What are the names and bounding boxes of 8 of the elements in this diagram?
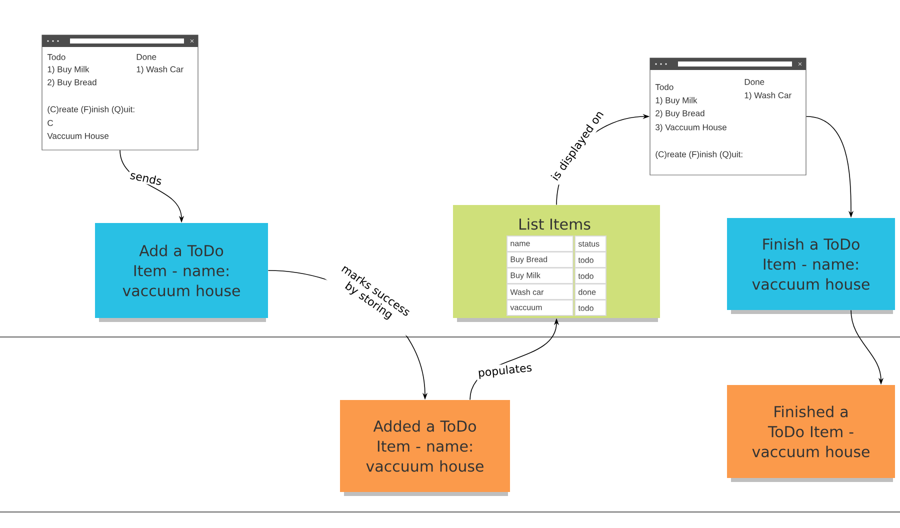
- edge-label: populates: [476, 361, 534, 381]
- edge-label: sends: [128, 168, 164, 188]
- sticky-note: Added a ToDo Item - name: vaccuum house: [340, 400, 510, 496]
- browser-window: Todo Done 1) Buy Milk 1) Wash Car 2) Buy Bread (C)reate (F)inish (Q)uit: C Vaccuum House: [42, 34, 198, 150]
- sticky-note: Finished a ToDo Item - vaccuum house: [727, 385, 895, 482]
- sticky-note: Finish a ToDo Item - name: vaccuum house: [727, 218, 895, 314]
- browser-window: Todo Done 1) Buy Milk 1) Wash Car 2) Buy Bread 3) Vaccuum House (C)reate (F)inish (Q)uit:: [650, 58, 806, 176]
- sticky-note: Add a ToDo Item - name: vaccuum house: [95, 223, 268, 322]
